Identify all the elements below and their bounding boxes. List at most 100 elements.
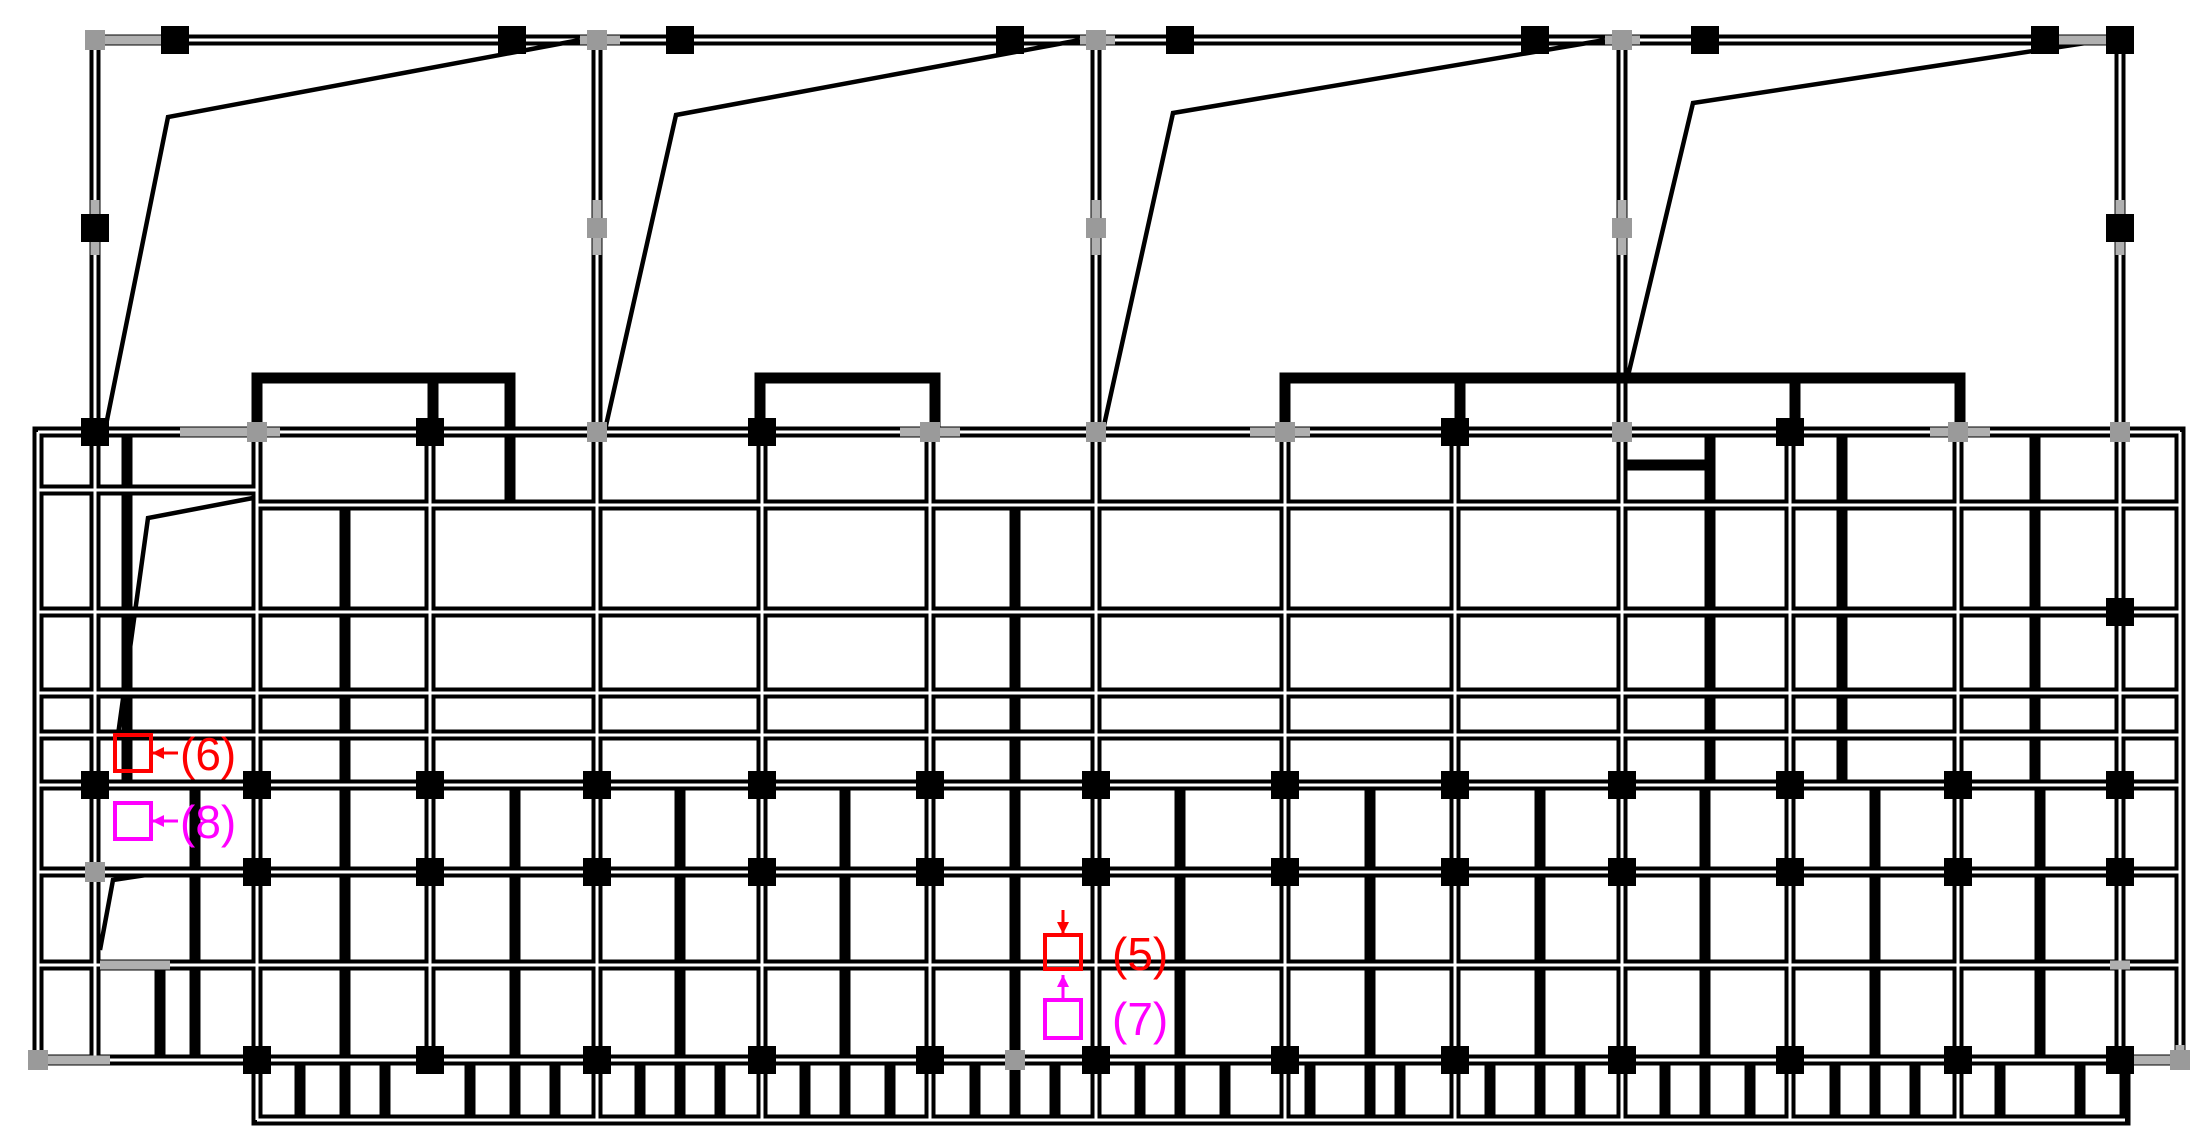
pin-marker xyxy=(2110,422,2130,442)
label-7: (7) xyxy=(1112,993,1168,1045)
pin-marker xyxy=(1005,1050,1025,1070)
pin-marker xyxy=(1086,30,1106,50)
column-marker xyxy=(2106,1046,2134,1074)
callout-5: (5) xyxy=(1043,910,1168,980)
column-marker xyxy=(1082,771,1110,799)
marker-box-5 xyxy=(1043,933,1083,971)
annex-2 xyxy=(754,372,941,438)
column-marker xyxy=(243,858,271,886)
column-marker xyxy=(1521,26,1549,54)
column-marker xyxy=(1776,771,1804,799)
pin-marker xyxy=(247,422,267,442)
column-marker xyxy=(1271,771,1299,799)
pin-marker xyxy=(28,1050,48,1070)
column-marker xyxy=(1441,858,1469,886)
column-marker xyxy=(1441,1046,1469,1074)
brace-bay-2 xyxy=(602,37,1081,431)
column-marker xyxy=(748,1046,776,1074)
column-marker xyxy=(243,771,271,799)
column-marker xyxy=(416,771,444,799)
column-marker xyxy=(916,858,944,886)
column-marker xyxy=(2106,858,2134,886)
column-marker xyxy=(2106,214,2134,242)
column-marker xyxy=(1166,26,1194,54)
pin-marker xyxy=(1086,422,1106,442)
brace-bay-1 xyxy=(102,37,581,431)
pin-marker xyxy=(587,218,607,238)
column-marker xyxy=(748,858,776,886)
pin-marker xyxy=(1086,218,1106,238)
pin-marker xyxy=(587,30,607,50)
column-marker xyxy=(2106,771,2134,799)
column-marker xyxy=(2031,26,2059,54)
column-marker xyxy=(996,26,1024,54)
pin-marker xyxy=(85,30,105,50)
pin-marker xyxy=(587,422,607,442)
outer-wall-bottom xyxy=(251,1054,2186,1126)
callout-8: (8) xyxy=(113,796,236,848)
arrow-head-icon xyxy=(152,815,164,827)
column-marker xyxy=(1776,858,1804,886)
column-marker xyxy=(1776,1046,1804,1074)
column-marker xyxy=(1441,771,1469,799)
column-marker xyxy=(1271,1046,1299,1074)
column-marker xyxy=(1082,858,1110,886)
brace-bay-3 xyxy=(1100,37,1606,431)
brace-left-lower xyxy=(97,867,181,951)
column-marker xyxy=(748,771,776,799)
upper-frame xyxy=(89,34,2126,436)
column-marker xyxy=(1082,1046,1110,1074)
column-marker xyxy=(416,1046,444,1074)
callout-7: (7) xyxy=(1043,975,1168,1045)
columns xyxy=(28,26,2190,1074)
pin-marker xyxy=(85,862,105,882)
pin-marker xyxy=(1612,218,1632,238)
roof-braces xyxy=(97,37,2106,951)
callout-6: (6) xyxy=(113,728,236,780)
column-marker xyxy=(1608,1046,1636,1074)
column-marker xyxy=(1776,418,1804,446)
column-marker xyxy=(666,26,694,54)
annex-3 xyxy=(1279,372,1966,438)
column-marker xyxy=(1271,858,1299,886)
column-marker xyxy=(416,858,444,886)
column-marker xyxy=(1944,771,1972,799)
arrow-head-icon xyxy=(152,747,164,759)
marker-box-7 xyxy=(1043,998,1083,1040)
column-marker xyxy=(416,418,444,446)
column-marker xyxy=(2106,26,2134,54)
arrow-head-icon xyxy=(1057,975,1069,987)
label-8: (8) xyxy=(180,796,236,848)
marker-box-6 xyxy=(113,733,153,773)
pin-marker xyxy=(2170,1050,2190,1070)
column-marker xyxy=(748,418,776,446)
marker-box-8 xyxy=(113,801,153,841)
column-marker xyxy=(1608,858,1636,886)
column-marker xyxy=(916,771,944,799)
label-5: (5) xyxy=(1112,928,1168,980)
column-marker xyxy=(81,418,109,446)
label-6: (6) xyxy=(180,728,236,780)
column-marker xyxy=(2106,598,2134,626)
column-marker xyxy=(81,214,109,242)
pin-marker xyxy=(1612,422,1632,442)
column-marker xyxy=(583,771,611,799)
column-marker xyxy=(1608,771,1636,799)
column-marker xyxy=(1944,1046,1972,1074)
column-marker xyxy=(1944,858,1972,886)
column-marker xyxy=(916,1046,944,1074)
column-marker xyxy=(1691,26,1719,54)
column-marker xyxy=(1441,418,1469,446)
column-marker xyxy=(583,858,611,886)
main-slab xyxy=(32,372,2186,1126)
annex-1 xyxy=(251,372,516,511)
pin-marker xyxy=(1275,422,1295,442)
pin-connectors xyxy=(33,35,2185,1070)
column-marker xyxy=(498,26,526,54)
column-marker xyxy=(161,26,189,54)
column-marker xyxy=(81,771,109,799)
brace-bay-4 xyxy=(1624,37,2106,381)
pin-marker xyxy=(1948,422,1968,442)
pin-marker xyxy=(1612,30,1632,50)
